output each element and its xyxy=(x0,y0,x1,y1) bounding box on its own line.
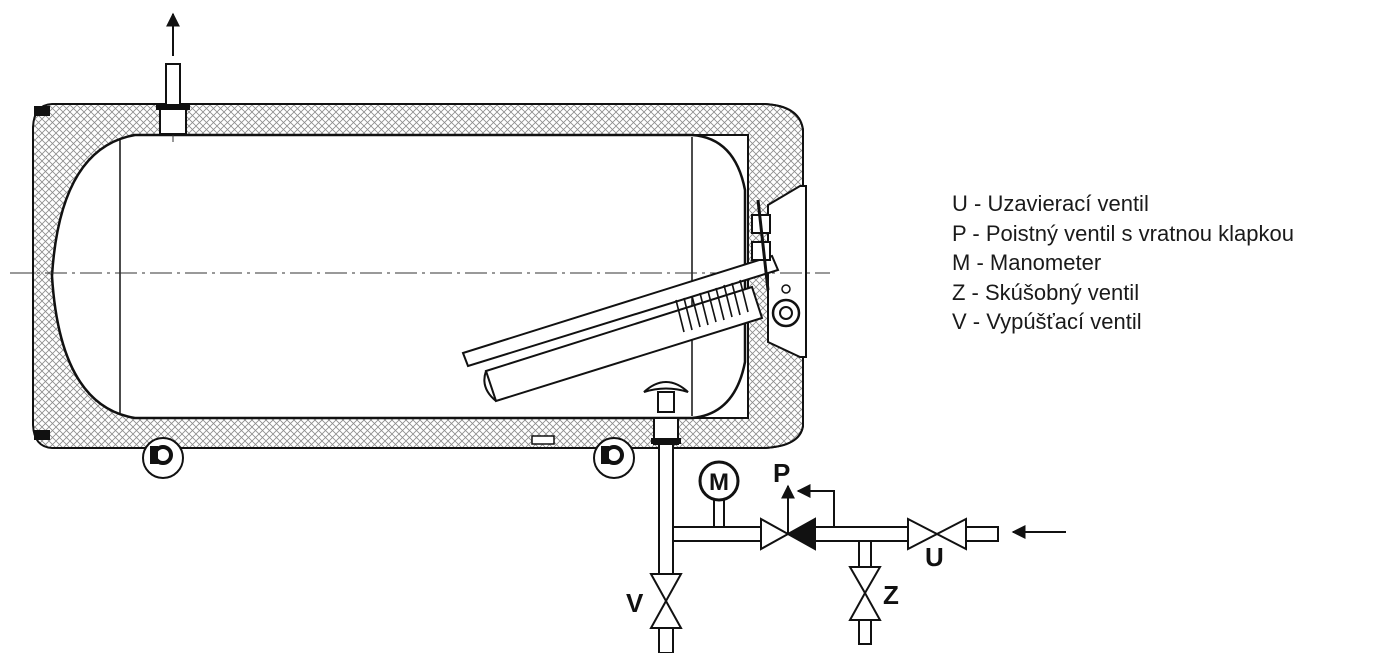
manometer-dial xyxy=(698,460,740,502)
drain-valve: V xyxy=(626,573,683,629)
legend-item-m: M - Manometer xyxy=(952,250,1102,275)
heater-shell xyxy=(32,103,807,449)
manometer-letter: M xyxy=(709,469,729,496)
test-valve: Z xyxy=(848,566,899,621)
legend: U - Uzavierací ventil P - Poistný ventil… xyxy=(952,189,1294,337)
hot-water-outlet xyxy=(156,12,190,135)
flange-bolt-bottom xyxy=(751,241,771,261)
test-valve-stem-upper xyxy=(858,540,872,568)
shutoff-valve: U xyxy=(907,517,967,572)
shutoff-valve-letter: U xyxy=(925,542,944,572)
shutoff-valve-right-cone xyxy=(934,517,967,551)
safety-valve-outlet-arrow-icon xyxy=(796,484,835,527)
inlet-tube-inner xyxy=(657,391,675,413)
outlet-fitting xyxy=(159,107,187,135)
bottom-plug xyxy=(531,435,555,445)
drain-pipe-lower xyxy=(658,627,674,653)
heating-rod xyxy=(461,254,780,368)
safety-valve: P xyxy=(760,458,835,551)
drain-pipe-upper xyxy=(658,443,674,575)
safety-valve-left-cone xyxy=(760,517,791,551)
test-valve-letter: Z xyxy=(883,580,899,610)
feed-pipe-middle xyxy=(814,526,909,542)
manometer: M xyxy=(698,460,740,502)
indicator-lamp xyxy=(781,284,791,294)
manometer-stem xyxy=(713,499,725,528)
shutoff-valve-left-cone xyxy=(907,517,940,551)
legend-item-z: Z - Skúšobný ventil xyxy=(952,279,1140,305)
feed-pipe-right xyxy=(965,526,999,542)
flange-plate xyxy=(756,199,770,291)
outlet-fitting-cap xyxy=(156,104,190,110)
thermostat-knob-inner xyxy=(779,306,793,320)
thermostat-sheath xyxy=(484,285,764,403)
legend-item-u: U - Uzavierací ventil xyxy=(952,191,1149,216)
left-top-clip xyxy=(34,106,50,116)
left-bottom-clip xyxy=(34,430,50,440)
test-valve-stem-lower xyxy=(858,619,872,645)
legend-item-v: V - Vypúšťací ventil xyxy=(952,309,1142,334)
support-wheel-left xyxy=(142,437,184,479)
thermostat-knob xyxy=(771,298,801,328)
test-valve-top-cone xyxy=(848,566,882,596)
inlet-deflector xyxy=(643,381,689,393)
inlet-fitting-cap xyxy=(651,438,681,444)
drain-valve-top-cone xyxy=(649,573,683,604)
drain-valve-letter: V xyxy=(626,588,644,618)
inlet-connection xyxy=(643,381,689,445)
safety-valve-right-cone xyxy=(785,517,816,551)
support-wheel-right xyxy=(593,437,635,479)
safety-valve-letter: P xyxy=(773,458,790,488)
heating-element xyxy=(461,199,780,403)
sheath-end xyxy=(483,370,497,402)
test-valve-bottom-cone xyxy=(848,590,882,621)
legend-item-p: P - Poistný ventil s vratnou klapkou xyxy=(952,220,1294,246)
drain-valve-bottom-cone xyxy=(649,598,683,629)
outlet-pipe xyxy=(165,63,181,111)
inner-tank xyxy=(50,133,747,420)
feed-pipe-left xyxy=(672,526,762,542)
element-coils xyxy=(675,279,749,333)
